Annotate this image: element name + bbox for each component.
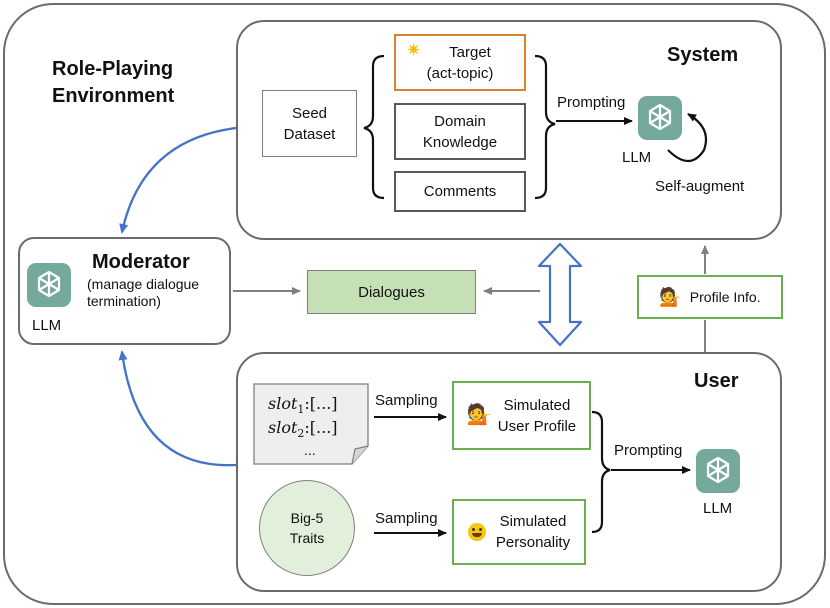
user-llm-icon <box>696 449 740 493</box>
seed-dataset-line2: Dataset <box>283 125 336 143</box>
slot1-text: slot1:[...] <box>268 394 338 416</box>
domain-line1: Domain <box>434 112 486 130</box>
profile-info-box: 💁 Profile Info. <box>637 275 783 319</box>
seed-dataset-line1: Seed <box>291 104 328 122</box>
moderator-desc-line2: termination) <box>87 293 161 309</box>
smiley-icon <box>467 523 486 541</box>
target-box: ✷ Target (act-topic) <box>394 34 526 91</box>
comments-label: Comments <box>423 183 497 200</box>
moderator-desc-line1: (manage dialogue <box>87 276 200 292</box>
user-title: User <box>694 370 739 392</box>
simulated-user-profile-box: 💁 Simulated User Profile <box>452 381 591 450</box>
moderator-title: Moderator <box>92 251 190 273</box>
profile-person-icon: 💁 <box>466 404 492 426</box>
dialogues-box: Dialogues <box>307 270 476 314</box>
self-augment-arrow <box>667 113 708 163</box>
sampling-label-1: Sampling <box>375 392 438 409</box>
moderator-desc: (manage dialogue termination) <box>87 276 199 310</box>
system-prompting-label: Prompting <box>557 94 626 111</box>
simulated-profile-line2: User Profile <box>497 417 577 435</box>
moderator-llm-label: LLM <box>32 317 62 334</box>
slot2-sub: 2 <box>297 427 305 441</box>
user-brace <box>591 410 611 534</box>
simulated-personality-line1: Simulated <box>499 513 567 530</box>
star-icon: ✷ <box>406 39 422 60</box>
sampling-label-2: Sampling <box>375 510 438 527</box>
environment-title-line1: Role-Playing <box>52 58 174 80</box>
system-user-exchange-arrow <box>537 242 583 347</box>
slot2-text: slot2:[...] <box>268 418 338 440</box>
simulated-profile-line1: Simulated <box>503 396 571 414</box>
slot-ellipsis: ... <box>304 442 316 458</box>
simulated-personality-line2: Personality <box>495 534 571 551</box>
profile-info-label: Profile Info. <box>689 288 761 305</box>
simulated-personality-box: Simulated Personality <box>452 499 586 565</box>
slot1-name: slot <box>268 394 298 413</box>
big-five-line2: Traits <box>289 530 325 546</box>
right-brace <box>534 54 556 200</box>
target-line1: Target <box>449 43 491 61</box>
seed-dataset-box: Seed Dataset <box>262 90 357 157</box>
self-augment-label: Self-augment <box>655 178 745 195</box>
domain-knowledge-box: Domain Knowledge <box>394 103 526 160</box>
left-brace <box>363 54 385 200</box>
user-llm-label: LLM <box>703 500 733 517</box>
system-title: System <box>667 44 739 66</box>
slot1-value: :[...] <box>304 394 338 413</box>
slot1-sub: 1 <box>297 403 305 417</box>
domain-line2: Knowledge <box>422 133 498 151</box>
person-icon: 💁 <box>659 286 682 307</box>
system-llm-label: LLM <box>622 149 652 166</box>
slot2-value: :[...] <box>304 418 338 437</box>
system-llm-icon <box>638 96 682 140</box>
user-prompting-label: Prompting <box>614 442 683 459</box>
system-to-moderator-arrow <box>119 126 237 234</box>
target-line2: (act-topic) <box>426 64 494 82</box>
comments-box: Comments <box>394 171 526 212</box>
user-to-moderator-arrow <box>118 350 237 467</box>
big-five-circle: Big-5 Traits <box>259 480 355 576</box>
big-five-line1: Big-5 <box>290 510 324 526</box>
moderator-llm-icon <box>27 263 71 307</box>
dialogues-label: Dialogues <box>358 283 425 301</box>
environment-title-line2: Environment <box>52 85 175 107</box>
environment-title: Role-Playing Environment <box>52 56 174 110</box>
slot2-name: slot <box>268 418 298 437</box>
